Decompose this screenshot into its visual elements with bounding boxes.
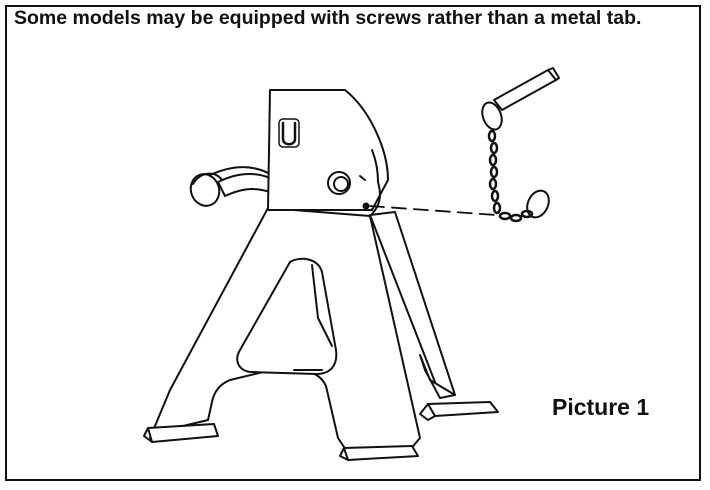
locking-pin — [481, 67, 560, 219]
rear-leg — [369, 211, 499, 421]
header-note: Some models may be equipped with screws … — [14, 7, 642, 29]
handle-lever — [189, 166, 271, 207]
figure-caption: Picture 1 — [552, 394, 650, 420]
jack-stand-body — [143, 207, 421, 461]
pin-chain — [487, 129, 534, 223]
ratchet-head — [267, 89, 389, 215]
